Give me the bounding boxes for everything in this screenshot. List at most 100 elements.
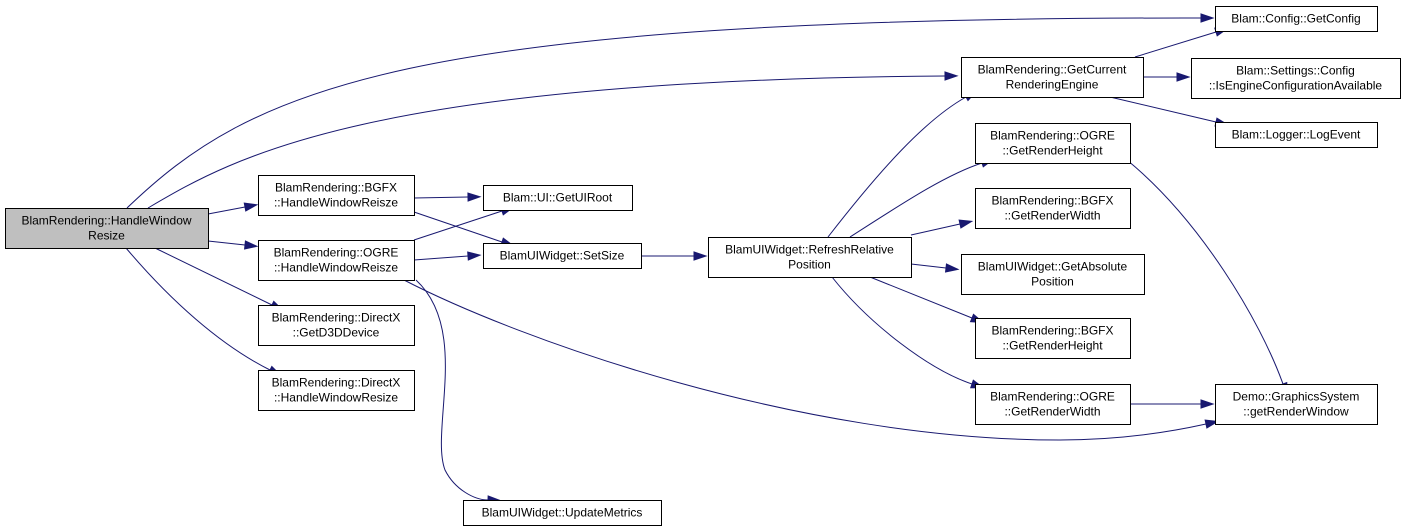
edge-refresh_relative-to-ogre_render_width [831,276,985,389]
edge-line [415,279,489,501]
node-label: ::getRenderWindow [1243,405,1349,419]
edge-arrowhead [944,263,960,273]
node-handle_window_resize[interactable]: BlamRendering::HandleWindowResize [5,208,209,249]
node-directx_handle[interactable]: BlamRendering::DirectX::HandleWindowResi… [258,370,415,411]
node-bgfx_handle[interactable]: BlamRendering::BGFX::HandleWindowReisze [258,175,415,216]
node-label: BlamUIWidget::SetSize [500,249,625,263]
edge-ogre_render_width-to-get_render_window [1130,399,1215,409]
node-set_size[interactable]: BlamUIWidget::SetSize [483,243,642,269]
edge-arrowhead [467,251,482,261]
node-box [483,185,633,211]
edge-line [147,75,946,209]
edge-arrowhead [1176,72,1191,82]
node-ogre_render_height[interactable]: BlamRendering::OGRE::GetRenderHeight [975,123,1131,164]
node-ogre_handle[interactable]: BlamRendering::OGRE::HandleWindowReisze [258,240,415,281]
edge-arrowhead [1200,399,1215,409]
node-log_event[interactable]: Blam::Logger::LogEvent [1215,122,1378,148]
node-bgfx_render_width[interactable]: BlamRendering::BGFX::GetRenderWidth [975,188,1131,229]
node-box [1191,58,1401,99]
node-ogre_render_width[interactable]: BlamRendering::OGRE::GetRenderWidth [975,384,1131,425]
edge-ogre_handle-to-get_render_window [403,279,1220,441]
edge-bgfx_handle-to-set_size [413,211,515,247]
node-get_ui_root[interactable]: Blam::UI::GetUIRoot [483,185,633,211]
node-label: Blam::UI::GetUIRoot [503,191,613,205]
node-label: BlamUIWidget::RefreshRelative [725,243,894,257]
edge-refresh_relative-to-get_current_engine [827,90,978,238]
edge-line [869,276,973,319]
edge-refresh_relative-to-get_absolute [910,263,960,273]
edge-arrowhead [243,202,259,212]
edge-arrowhead [958,219,974,229]
edge-line [126,17,1202,209]
node-box [961,57,1144,98]
node-label: BlamRendering::DirectX [272,311,401,325]
edges-layer [125,13,1288,505]
node-get_render_window[interactable]: Demo::GraphicsSystem::getRenderWindow [1215,384,1378,425]
node-label: RenderingEngine [1006,78,1099,92]
node-box [1215,384,1378,425]
node-bgfx_render_height[interactable]: BlamRendering::BGFX::GetRenderHeight [975,318,1131,359]
edge-handle_window_resize-to-ogre_handle [207,240,259,250]
node-label: Blam::Config::GetConfig [1231,12,1360,26]
node-box [975,188,1131,229]
node-label: BlamRendering::GetCurrent [978,63,1127,77]
edge-refresh_relative-to-ogre_render_height [849,158,995,238]
edge-arrowhead [1200,13,1215,23]
node-box [258,175,415,216]
nodes-layer: BlamRendering::HandleWindowResizeBlamRen… [5,6,1401,526]
edge-line [413,211,503,243]
node-label: ::HandleWindowResize [274,391,398,405]
node-label: ::HandleWindowReisze [274,261,398,275]
node-box [5,208,209,249]
edge-line [1126,159,1284,385]
edge-line [849,162,983,238]
edge-handle_window_resize-to-get_current_engine [147,71,959,209]
node-get_config[interactable]: Blam::Config::GetConfig [1215,6,1378,32]
node-box [483,243,642,269]
node-label: BlamUIWidget::UpdateMetrics [482,506,643,520]
edge-arrowhead [944,71,959,81]
edge-refresh_relative-to-bgfx_render_width [910,219,974,236]
node-label: BlamRendering::DirectX [272,376,401,390]
node-label: Demo::GraphicsSystem [1233,390,1360,404]
node-box [258,370,415,411]
edge-ogre_handle-to-get_ui_root [413,206,515,241]
edge-handle_window_resize-to-directx_handle [125,247,283,377]
node-is_engine_config[interactable]: Blam::Settings::Config::IsEngineConfigur… [1191,58,1401,99]
node-label: Blam::Logger::LogEvent [1232,128,1361,142]
edge-get_current_engine-to-get_config [1134,27,1229,58]
edge-get_current_engine-to-is_engine_config [1143,72,1191,82]
node-label: ::GetRenderHeight [1002,339,1103,353]
edge-line [413,196,469,199]
edge-line [207,206,246,215]
edge-handle_window_resize-to-bgfx_handle [207,202,259,215]
node-label: Resize [88,229,125,243]
edge-line [154,247,273,306]
node-label: Blam::Settings::Config [1236,64,1355,78]
node-directx_d3d[interactable]: BlamRendering::DirectX::GetD3DDevice [258,305,415,346]
edge-line [1109,96,1217,123]
edge-handle_window_resize-to-get_config [126,13,1215,209]
node-update_metrics[interactable]: BlamUIWidget::UpdateMetrics [463,500,662,526]
node-box [463,500,662,526]
edge-line [207,240,246,246]
node-label: ::IsEngineConfigurationAvailable [1209,79,1383,93]
edge-arrowhead [693,251,708,261]
edge-line [403,279,1207,441]
edge-get_current_engine-to-log_event [1109,96,1230,127]
node-box [975,123,1131,164]
node-box [1215,122,1378,148]
node-label: BlamRendering::OGRE [990,129,1115,143]
edge-line [413,210,503,241]
node-label: ::GetRenderHeight [1002,144,1103,158]
node-label: BlamRendering::OGRE [990,390,1115,404]
node-label: BlamRendering::BGFX [991,324,1113,338]
edge-line [910,263,947,269]
edge-line [413,255,469,261]
edge-arrowhead [1204,419,1220,429]
edge-ogre_handle-to-update_metrics [415,279,502,505]
